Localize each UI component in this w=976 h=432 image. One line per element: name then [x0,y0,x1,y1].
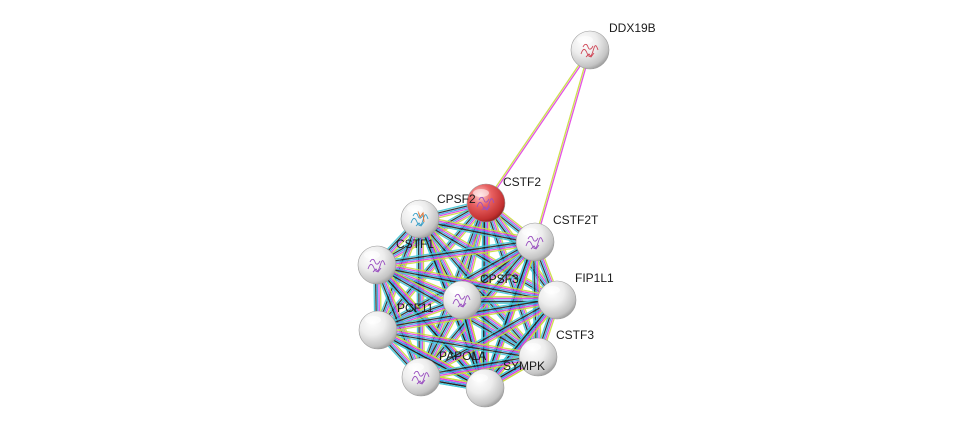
protein-structure-icon [411,370,430,385]
edge-line [377,262,558,300]
edge-line [375,265,485,390]
edge-line [421,357,539,380]
node-label-pcf11: PCF11 [397,301,434,315]
node-ddx19b[interactable]: DDX19B [570,21,656,70]
node-papola[interactable]: PAPOLA [401,349,486,397]
protein-structure-icon [525,235,544,250]
edge-line [481,240,533,388]
edge-line [377,332,538,361]
node-circle[interactable] [357,245,397,285]
edge-line [533,49,590,242]
node-cpsf3[interactable]: CPSF3 [442,272,519,320]
node-circle[interactable] [537,280,577,320]
node-circle[interactable] [570,30,610,70]
protein-structure-icon [476,196,495,211]
node-pcf11[interactable]: PCF11 [358,301,434,350]
node-circle[interactable] [358,310,398,350]
node-circle[interactable] [465,368,505,408]
edge-line [379,326,487,386]
edge-PCF11-CSTF3[interactable] [377,326,539,361]
edge-line [535,50,592,243]
edge-line [420,216,536,242]
node-label-cpsf2: CPSF2 [437,192,476,206]
edge-line [377,244,536,269]
edge-line [483,203,538,358]
edge-line [376,241,536,266]
node-label-sympk: SYMPK [503,359,545,373]
edge-line [420,354,538,377]
edge-CSTF2T-CSTF1[interactable] [376,238,536,269]
edge-line [486,202,541,357]
edge-line [378,326,539,355]
node-sympk[interactable]: SYMPK [465,359,545,408]
node-label-cstf1: CSTF1 [396,237,434,251]
protein-structure-icon [580,43,599,58]
edge-line [377,242,536,268]
node-highlight [407,205,423,213]
node-label-cstf2t: CSTF2T [553,213,599,227]
node-cpsf2[interactable]: CPSF2 [400,192,476,239]
edge-CSTF2T-DDX19B[interactable] [533,49,592,243]
node-highlight [364,251,380,259]
node-highlight [408,363,424,371]
edge-line [376,201,486,330]
edge-line [377,263,487,388]
node-label-cstf3: CSTF3 [556,328,594,342]
node-label-cpsf3: CPSF3 [480,272,519,286]
edge-line [419,218,536,243]
node-fip1l1[interactable]: FIP1L1 [537,271,614,320]
node-circle[interactable] [401,357,441,397]
protein-structure-icon [452,293,471,308]
edge-line [419,219,535,245]
node-highlight [522,228,538,236]
edge-line [377,261,558,298]
node-circle[interactable] [400,199,440,239]
edge-PCF11-PAPOLG[interactable] [376,326,487,392]
node-label-ddx19b: DDX19B [609,21,656,35]
node-highlight [365,316,381,324]
node-highlight [473,189,489,197]
protein-structure-icon [417,210,425,223]
edge-line [377,329,539,358]
protein-structure-icon [367,258,386,273]
node-label-papola: PAPOLA [439,349,486,363]
protein-structure-icon [410,212,429,227]
edge-line [376,239,535,265]
edge-line [377,329,486,389]
edge-line [486,50,592,204]
edge-line [376,238,535,263]
node-cstf1[interactable]: CSTF1 [357,237,434,285]
edge-line [377,330,538,360]
node-highlight [544,286,560,294]
edge-line [420,215,536,240]
edge-line [378,327,539,357]
node-label-fip1l1: FIP1L1 [575,271,614,285]
node-circle[interactable] [442,280,482,320]
node-cstf3[interactable]: CSTF3 [518,328,594,377]
node-highlight [449,286,465,294]
edge-line [420,353,538,375]
edge-CSTF2-DDX19B[interactable] [484,49,592,204]
node-highlight [577,36,593,44]
node-highlight [525,343,541,351]
node-circle[interactable] [515,222,555,262]
edge-line [484,49,590,203]
edge-line [416,219,419,378]
node-highlight [472,374,488,382]
edge-line [420,356,539,378]
node-cstf2t[interactable]: CSTF2T [515,213,599,262]
node-label-cstf2: CSTF2 [503,175,541,189]
edge-line [378,328,487,388]
node-cstf2[interactable]: CSTF2 [466,175,541,223]
